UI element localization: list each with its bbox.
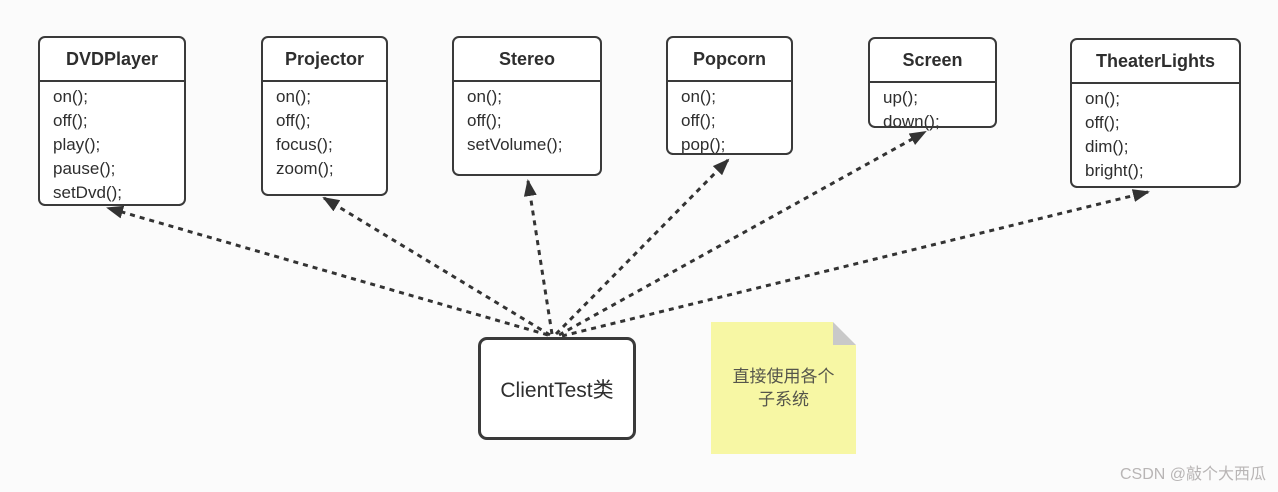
method: off(); bbox=[53, 111, 88, 130]
method: off(); bbox=[1085, 113, 1120, 132]
class-methods-stereo: on(); off(); setVolume(); bbox=[454, 82, 600, 157]
class-box-theaterlights: TheaterLights on(); off(); dim(); bright… bbox=[1070, 38, 1241, 188]
arrow-client-to-popcorn bbox=[554, 158, 730, 336]
method: setDvd(); bbox=[53, 183, 122, 202]
method: setVolume(); bbox=[467, 135, 563, 154]
class-methods-theaterlights: on(); off(); dim(); bright(); bbox=[1072, 84, 1239, 183]
class-box-stereo: Stereo on(); off(); setVolume(); bbox=[452, 36, 602, 176]
method: play(); bbox=[53, 135, 101, 154]
method: zoom(); bbox=[276, 159, 334, 178]
client-test-label: ClientTest类 bbox=[500, 378, 614, 402]
note-text-line: 子系统 bbox=[758, 390, 809, 409]
class-title-dvdplayer: DVDPlayer bbox=[40, 38, 184, 82]
method: down(); bbox=[883, 112, 940, 131]
class-title-popcorn: Popcorn bbox=[668, 38, 791, 82]
arrow-client-to-projector bbox=[322, 196, 551, 337]
class-box-projector: Projector on(); off(); focus(); zoom(); bbox=[261, 36, 388, 196]
method: bright(); bbox=[1085, 161, 1144, 180]
method: focus(); bbox=[276, 135, 333, 154]
class-title-projector: Projector bbox=[263, 38, 386, 82]
arrow-client-to-screen bbox=[558, 130, 927, 337]
arrow-client-to-stereo bbox=[523, 179, 554, 335]
method: off(); bbox=[681, 111, 716, 130]
method: pop(); bbox=[681, 135, 726, 154]
client-test-box: ClientTest类 bbox=[478, 337, 636, 440]
folded-corner-icon bbox=[833, 322, 856, 345]
method: on(); bbox=[467, 87, 502, 106]
method: on(); bbox=[276, 87, 311, 106]
method: up(); bbox=[883, 88, 918, 107]
class-title-theaterlights: TheaterLights bbox=[1072, 40, 1239, 84]
class-methods-screen: up(); down(); bbox=[870, 83, 995, 134]
class-box-screen: Screen up(); down(); bbox=[868, 37, 997, 131]
watermark-text: CSDN @敲个大西瓜 bbox=[1119, 466, 1266, 483]
class-methods-popcorn: on(); off(); pop(); bbox=[668, 82, 791, 157]
arrow-client-to-theaterlights bbox=[561, 189, 1150, 338]
sticky-note: 直接使用各个 子系统 bbox=[711, 322, 856, 454]
method: pause(); bbox=[53, 159, 116, 178]
method: off(); bbox=[276, 111, 311, 130]
method: on(); bbox=[53, 87, 88, 106]
class-title-screen: Screen bbox=[870, 39, 995, 83]
class-title-stereo: Stereo bbox=[454, 38, 600, 82]
method: dim(); bbox=[1085, 137, 1129, 156]
method: off(); bbox=[467, 111, 502, 130]
class-box-dvdplayer: DVDPlayer on(); off(); play(); pause(); … bbox=[38, 36, 186, 206]
class-box-popcorn: Popcorn on(); off(); pop(); bbox=[666, 36, 793, 155]
note-text-line: 直接使用各个 bbox=[732, 367, 835, 386]
class-methods-projector: on(); off(); focus(); zoom(); bbox=[263, 82, 386, 181]
method: on(); bbox=[681, 87, 716, 106]
method: on(); bbox=[1085, 89, 1120, 108]
arrow-client-to-dvdplayer bbox=[106, 205, 549, 337]
class-methods-dvdplayer: on(); off(); play(); pause(); setDvd(); bbox=[40, 82, 184, 205]
